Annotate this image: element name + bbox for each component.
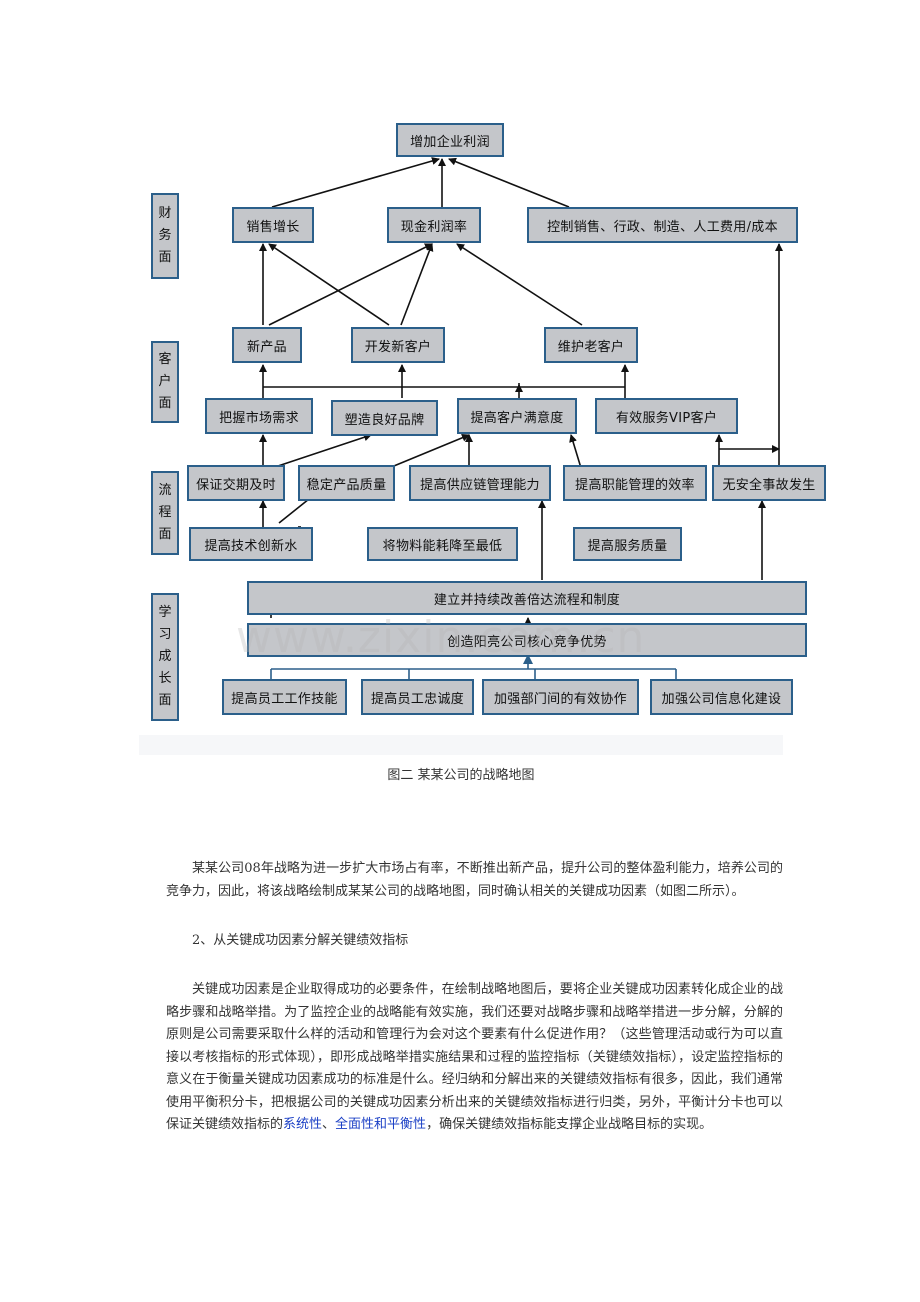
node-cash-profit-rate: 现金利润率 <box>387 207 481 243</box>
strategy-map-diagram: 财务面 客户面 流程面 学习成长面 增加企业利润 销售增长 现金利润率 控制销售… <box>139 113 826 735</box>
node-product-quality: 稳定产品质量 <box>298 465 395 501</box>
paragraph-1: 某某公司08年战略为进一步扩大市场占有率，不断推出新产品，提升公司的整体盈利能力… <box>166 858 783 903</box>
node-new-customer: 开发新客户 <box>351 327 445 363</box>
node-employee-loyalty: 提高员工忠诚度 <box>361 679 474 715</box>
figure-caption: 图二 某某公司的战略地图 <box>387 768 535 783</box>
paragraph-2-text-b: ，确保关键绩效指标能支撑企业战略目标的实现。 <box>426 1117 713 1132</box>
diagram-bottom-strip <box>139 735 783 755</box>
node-it-construction: 加强公司信息化建设 <box>650 679 793 715</box>
section-heading-2: 2、从关键成功因素分解关键绩效指标 <box>192 933 409 948</box>
node-keep-customer: 维护老客户 <box>544 327 638 363</box>
node-employee-skills: 提高员工工作技能 <box>222 679 347 715</box>
node-department-collaboration: 加强部门间的有效协作 <box>482 679 639 715</box>
link-systematic[interactable]: 系统性 <box>283 1117 323 1132</box>
node-process-system: 建立并持续改善倍达流程和制度 <box>247 581 807 615</box>
node-cost-reduction: 将物料能耗降至最低 <box>367 527 518 561</box>
node-new-product: 新产品 <box>232 327 302 363</box>
paragraph-2-separator: 、 <box>322 1117 336 1132</box>
node-sales-growth: 销售增长 <box>232 207 314 243</box>
node-increase-profit: 增加企业利润 <box>396 123 504 157</box>
link-comprehensive-balanced[interactable]: 全面性和平衡性 <box>335 1117 427 1132</box>
node-customer-satisfaction: 提高客户满意度 <box>457 398 577 434</box>
node-cost-control: 控制销售、行政、制造、人工费用/成本 <box>527 207 798 243</box>
band-finance: 财务面 <box>151 193 179 279</box>
node-market-demand: 把握市场需求 <box>205 398 313 434</box>
band-customer: 客户面 <box>151 341 179 423</box>
node-tech-innovation: 提高技术创新水 <box>189 527 313 561</box>
connector-lines <box>259 157 783 683</box>
node-function-efficiency: 提高职能管理的效率 <box>563 465 707 501</box>
paragraph-1-text: 某某公司08年战略为进一步扩大市场占有率，不断推出新产品，提升公司的整体盈利能力… <box>166 861 783 899</box>
watermark: www.zixin.com.cn <box>236 612 646 663</box>
band-process-label: 流程面 <box>158 483 172 542</box>
band-customer-label: 客户面 <box>158 352 172 411</box>
node-supply-chain: 提高供应链管理能力 <box>409 465 551 501</box>
band-finance-label: 财务面 <box>158 206 172 265</box>
node-vip-service: 有效服务VIP客户 <box>595 398 738 434</box>
node-service-quality: 提高服务质量 <box>573 527 682 561</box>
node-safety: 无安全事故发生 <box>712 465 826 501</box>
band-learning: 学习成长面 <box>151 593 179 721</box>
node-core-advantage: 创造阳亮公司核心竞争优势 <box>247 623 807 657</box>
node-brand: 塑造良好品牌 <box>331 400 438 436</box>
node-on-time-delivery: 保证交期及时 <box>187 465 285 501</box>
paragraph-2-text-a: 关键成功因素是企业取得成功的必要条件，在绘制战略地图后，要将企业关键成功因素转化… <box>166 982 783 1132</box>
band-learning-label: 学习成长面 <box>158 605 172 708</box>
band-process: 流程面 <box>151 471 179 555</box>
paragraph-2: 关键成功因素是企业取得成功的必要条件，在绘制战略地图后，要将企业关键成功因素转化… <box>166 979 783 1137</box>
